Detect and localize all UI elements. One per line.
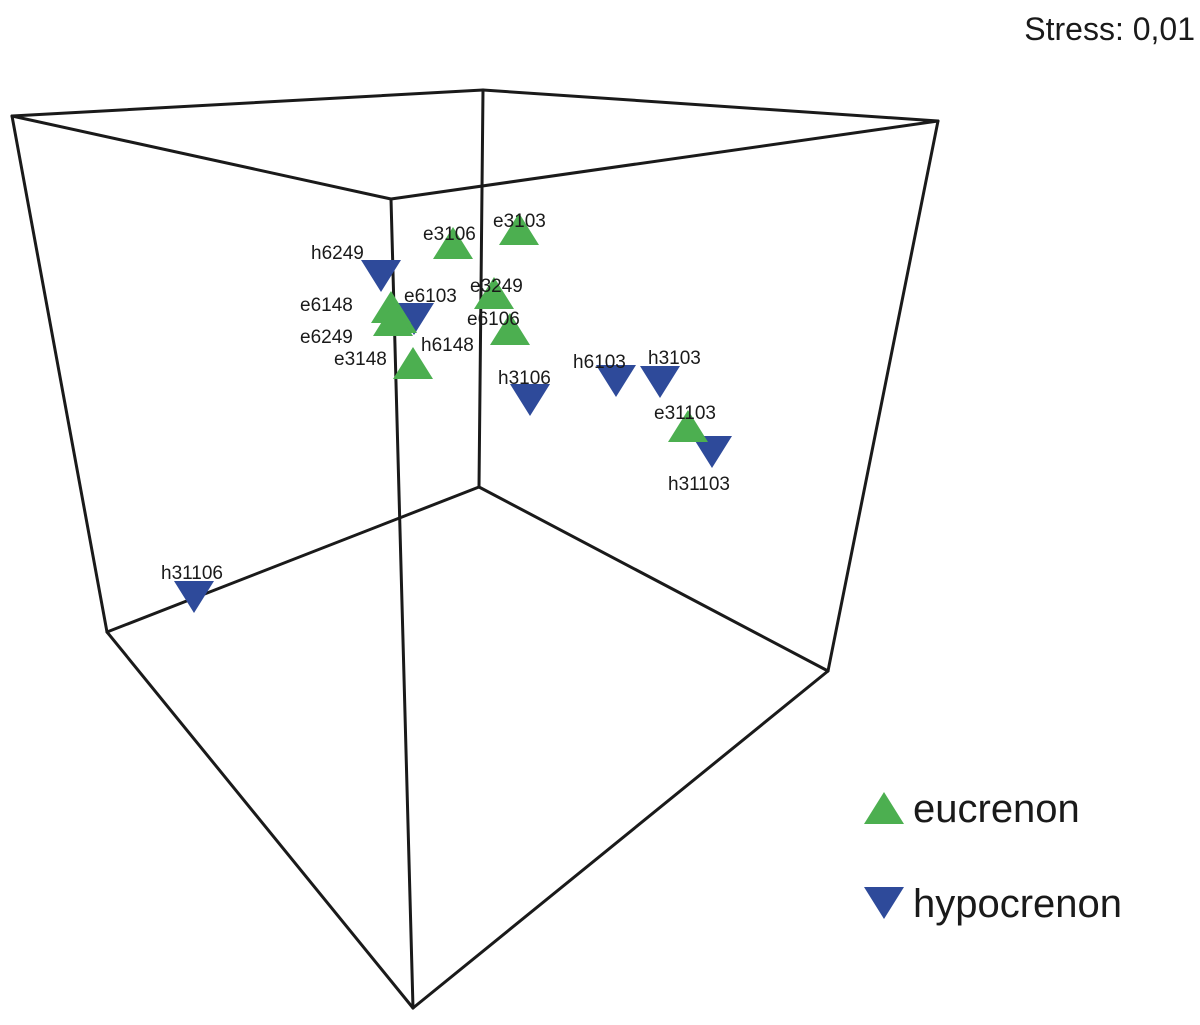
- cube-edge-bottom-back: [477, 485, 830, 673]
- label-h31103: h31103: [668, 474, 730, 495]
- label-h6148: h6148: [421, 335, 474, 356]
- label-h3103: h3103: [648, 348, 701, 369]
- marker-e3148: [393, 347, 433, 379]
- label-e6148: e6148: [300, 295, 353, 316]
- label-e3106: e3106: [423, 224, 476, 245]
- legend-marker-hypocrenon: [864, 887, 904, 919]
- marker-e3106: [433, 227, 473, 259]
- marker-e3103: [499, 213, 539, 245]
- label-e6103: e6103: [404, 286, 457, 307]
- legend-label-eucrenon: eucrenon: [913, 787, 1080, 831]
- marker-h6103: [596, 365, 636, 397]
- marker-e3249: [474, 277, 514, 309]
- cube-edge-bottom-front: [105, 630, 415, 1010]
- marker-e6148: [371, 291, 411, 323]
- cube-edge-top-front: [10, 114, 393, 201]
- legend: eucrenon hypocrenon: [864, 787, 1122, 926]
- label-e6249: e6249: [300, 327, 353, 348]
- cube-edge-vertical-left: [10, 114, 109, 634]
- cube-edge-vertical-right: [826, 119, 940, 673]
- marker-h31103: [692, 436, 732, 468]
- cube-edge-bottom-right: [411, 669, 830, 1010]
- label-e31103: e31103: [654, 403, 716, 424]
- label-h3106: h3106: [498, 368, 551, 389]
- marker-e6106: [490, 313, 530, 345]
- data-points: [174, 213, 732, 613]
- label-e6106: e6106: [467, 309, 520, 330]
- marker-h3103: [640, 366, 680, 398]
- cube-edge-top-back: [481, 88, 940, 123]
- cube-edge-top-left: [10, 88, 485, 118]
- point-labels: e3106 e3103 e3249 e6103 e6148 e6106 e6249e3148…: [161, 211, 730, 584]
- cube-edge-vertical-back: [477, 88, 485, 489]
- label-h6103: h6103: [573, 352, 626, 373]
- cube-edge-bottom-left: [105, 485, 481, 634]
- marker-h31106: [174, 581, 214, 613]
- marker-e6249: [373, 304, 413, 336]
- label-h31106: h31106: [161, 563, 223, 584]
- marker-h6148: [394, 303, 434, 335]
- label-e3249: e3249: [470, 276, 523, 297]
- cube-edge-top-right: [389, 119, 940, 201]
- legend-label-hypocrenon: hypocrenon: [913, 882, 1122, 926]
- label-e3148: e3148: [334, 349, 387, 370]
- marker-e31103: [668, 410, 708, 442]
- marker-h3106: [510, 384, 550, 416]
- stress-annotation: Stress: 0,01: [1024, 11, 1195, 47]
- label-e3103: e3103: [493, 211, 546, 232]
- marker-h6249: [361, 260, 401, 292]
- legend-marker-eucrenon: [864, 792, 904, 824]
- label-h6249: h6249: [311, 243, 364, 264]
